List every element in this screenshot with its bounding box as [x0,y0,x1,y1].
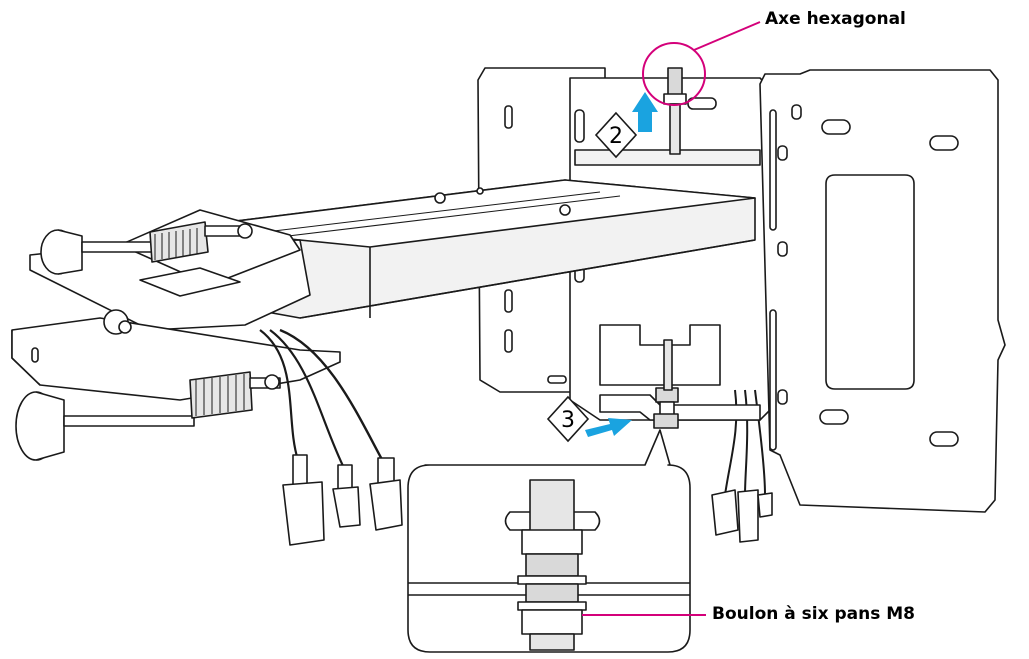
hex-shaft-leader-line [693,21,761,51]
extension-arm [177,179,756,319]
cables [259,328,766,496]
bottom-bracket [599,339,761,429]
step-3-number: 3 [561,408,575,433]
up-arrow-icon [632,92,658,132]
front-mounting-plate [759,69,1006,513]
step-2-number: 2 [609,124,623,149]
plugs [282,454,773,546]
step-2-marker: 2 [594,111,638,159]
hex-bolt-label: Boulon à six pans M8 [712,604,916,624]
bolt-detail-inset [407,429,691,653]
hex-shaft-highlight-circle [642,42,706,106]
hex-shaft-label: Axe hexagonal [765,9,906,29]
adjustment-knob-top [40,221,253,275]
step-3-marker: 3 [546,395,590,443]
adjustment-knob-bottom [15,371,281,461]
right-arrow-icon [585,418,632,437]
